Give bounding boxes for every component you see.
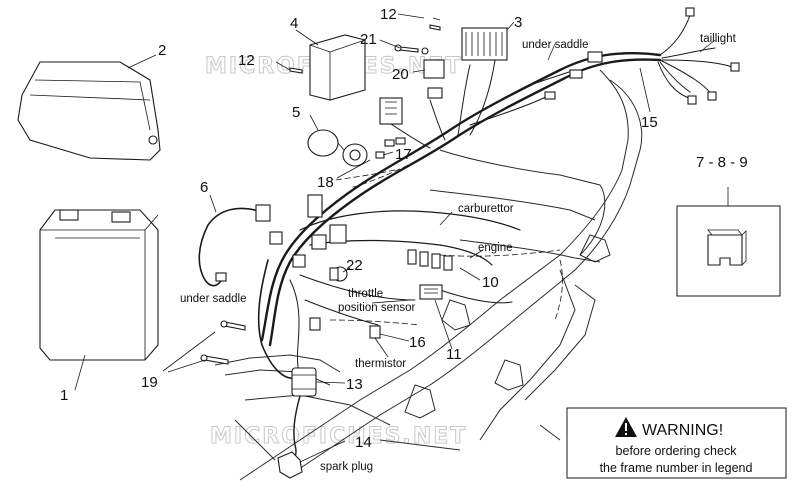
taillight-connector xyxy=(685,7,695,17)
spark-plug-cap xyxy=(277,451,303,479)
callout-13: 13 xyxy=(346,376,363,393)
harness-connector xyxy=(569,69,583,79)
taillight-connector xyxy=(707,91,717,101)
callout-11: 11 xyxy=(446,346,462,363)
ignition-coil xyxy=(287,367,317,467)
relay xyxy=(379,59,445,125)
callout-1: 1 xyxy=(60,387,68,404)
label-carburettor: carburettor xyxy=(458,203,514,215)
callout-22: 22 xyxy=(346,257,363,274)
callout-4: 4 xyxy=(290,15,298,32)
bolts-12 xyxy=(289,24,441,74)
label-engine: engine xyxy=(478,242,513,254)
wiring-harness xyxy=(257,7,740,383)
label-position-sensor: position sensor xyxy=(338,302,416,314)
label-taillight: taillight xyxy=(700,33,737,45)
label-spark-plug: spark plug xyxy=(320,461,373,473)
leader-lines xyxy=(74,13,729,463)
connector-block-10 xyxy=(407,249,453,300)
warning-line-1: before ordering check xyxy=(616,444,738,458)
label-under-saddle-left: under saddle xyxy=(180,293,247,305)
label-throttle: throttle xyxy=(348,288,383,300)
label-thermistor: thermistor xyxy=(355,358,406,370)
harness-connector xyxy=(544,91,556,100)
control-unit xyxy=(309,34,366,101)
callout-19: 19 xyxy=(141,374,158,391)
label-under-saddle-top: under saddle xyxy=(522,39,589,51)
wire-6 xyxy=(198,204,271,287)
voltage-regulator xyxy=(461,27,508,61)
callout-17: 17 xyxy=(395,146,412,163)
callout-12-left: 12 xyxy=(238,52,255,69)
watermark-bottom: MICROFICHES.NET xyxy=(210,424,467,449)
callout-20: 20 xyxy=(392,66,409,83)
callout-7-8-9: 7 - 8 - 9 xyxy=(696,154,748,171)
callout-10: 10 xyxy=(482,274,499,291)
warning-line-2: the frame number in legend xyxy=(600,461,753,475)
callout-15: 15 xyxy=(641,114,658,131)
battery-cover xyxy=(17,61,161,161)
thermistor-16 xyxy=(369,325,381,339)
warning-box: WARNING! before ordering check the frame… xyxy=(566,407,787,479)
callout-3: 3 xyxy=(514,14,522,31)
screws-19 xyxy=(200,320,246,365)
junction-connectors xyxy=(269,194,347,331)
callout-14: 14 xyxy=(355,434,372,451)
taillight-connector xyxy=(730,62,740,72)
sensor-22 xyxy=(329,266,348,282)
callout-16: 16 xyxy=(409,334,426,351)
taillight-connector xyxy=(687,95,697,105)
callout-18: 18 xyxy=(317,174,334,191)
callout-2: 2 xyxy=(158,42,166,59)
callout-5: 5 xyxy=(292,104,300,121)
callout-6: 6 xyxy=(200,179,208,196)
fuse-inset xyxy=(676,205,781,297)
horn xyxy=(307,129,368,167)
callout-21: 21 xyxy=(360,31,377,48)
harness-connector xyxy=(587,51,603,63)
battery xyxy=(39,209,159,361)
callout-12-top: 12 xyxy=(380,6,397,23)
warning-title: WARNING! xyxy=(642,422,723,439)
